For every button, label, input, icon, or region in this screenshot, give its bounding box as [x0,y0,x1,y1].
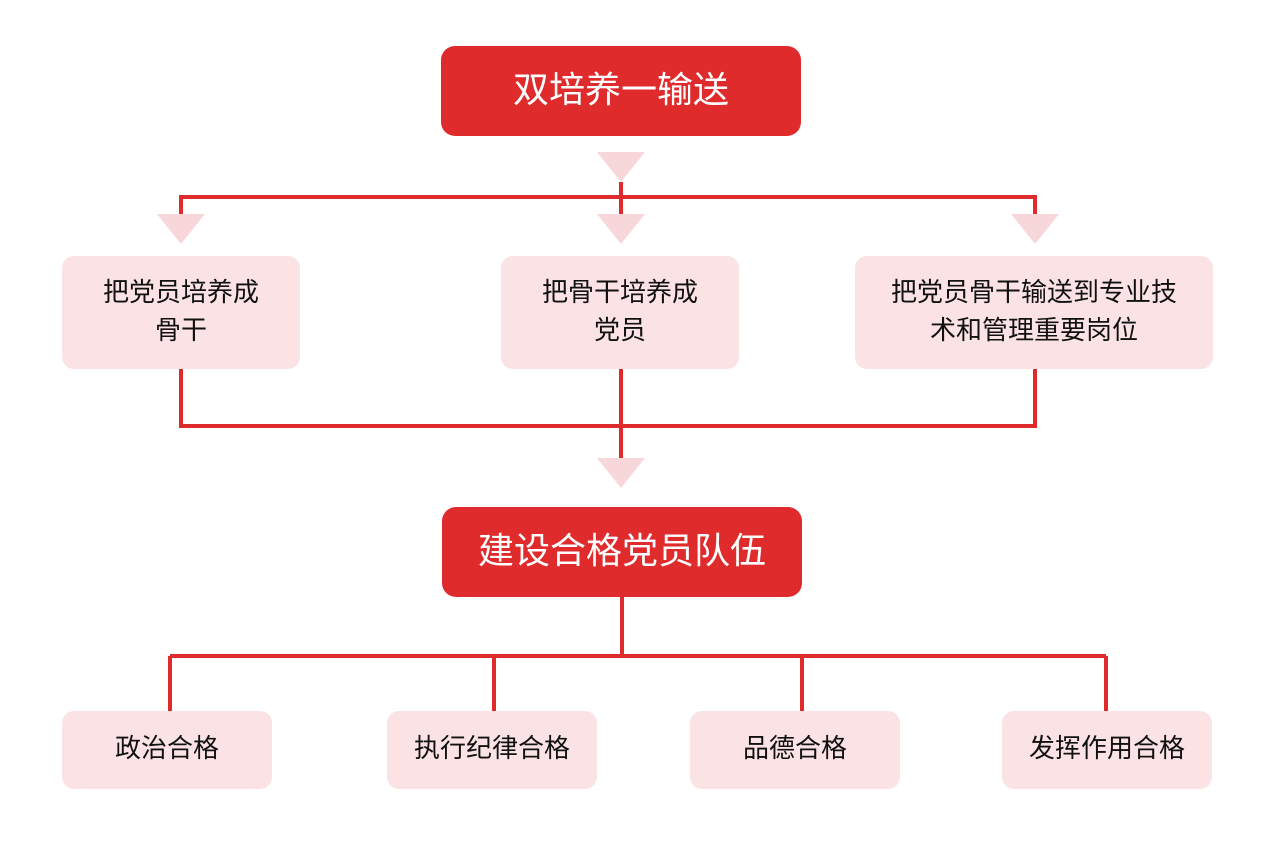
arrow-down-icon [157,214,205,244]
arrow-down-icon [597,458,645,488]
arrow-down-icon [597,214,645,244]
standard-node: 执行纪律合格 [387,711,597,789]
standard-node-label: 品德合格 [742,734,847,765]
standard-node-label: 政治合格 [114,734,219,765]
top-node-label: 双培养一输送 [512,69,729,111]
arrow-down-icon [1011,214,1059,244]
standard-node: 发挥作用合格 [1002,711,1212,789]
training-node: 把党员培养成 骨干 [62,256,300,369]
training-node: 把骨干培养成 党员 [501,256,739,369]
standard-node: 品德合格 [690,711,900,789]
training-node-label: 把骨干培养成 党员 [541,277,698,346]
standard-node-label: 执行纪律合格 [413,734,570,765]
standard-node: 政治合格 [62,711,272,789]
training-node-label: 把党员培养成 骨干 [102,277,259,346]
top-node: 双培养一输送 [441,46,801,136]
training-node-label: 把党员骨干输送到专业技 术和管理重要岗位 [890,277,1177,346]
middle-node-label: 建设合格党员队伍 [477,530,766,572]
standard-node-label: 发挥作用合格 [1028,734,1185,765]
middle-node: 建设合格党员队伍 [442,507,802,597]
connector-branch-top [179,195,1037,214]
training-node: 把党员骨干输送到专业技 术和管理重要岗位 [855,256,1213,369]
arrow-down-icon [597,152,645,182]
connector-merge [179,369,1037,428]
